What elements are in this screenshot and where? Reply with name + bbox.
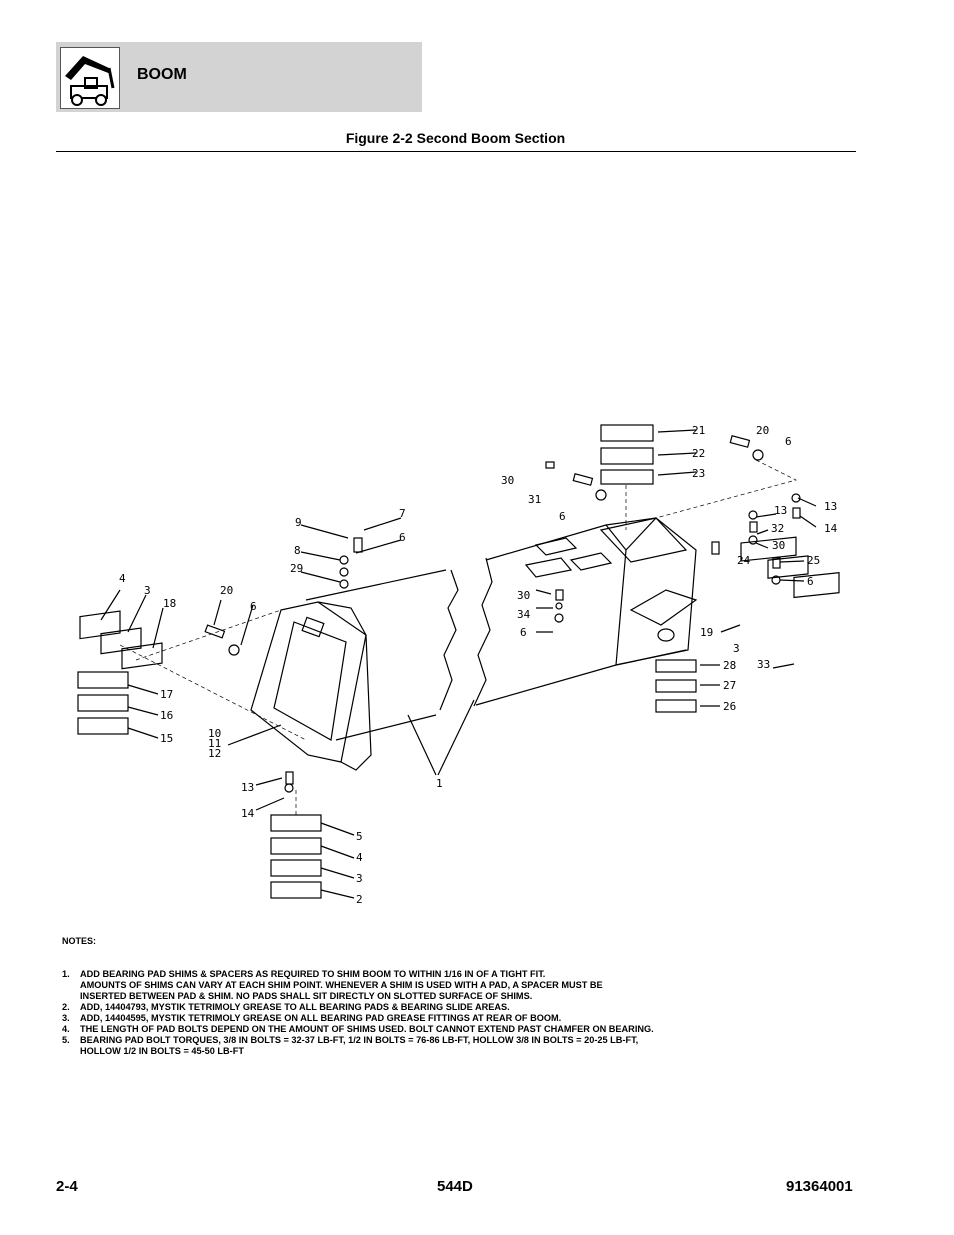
callout: 32 <box>771 522 784 535</box>
callout: 4 <box>356 851 363 864</box>
callout: 14 <box>824 522 838 535</box>
boom-bottom-edge <box>335 649 687 741</box>
callout: 15 <box>160 732 173 745</box>
callout: 17 <box>160 688 173 701</box>
note-item: 3.ADD, 14404595, MYSTIK TETRIMOLY GREASE… <box>62 1013 562 1023</box>
document-number: 91364001 <box>786 1178 853 1195</box>
note-item: 1.ADD BEARING PAD SHIMS & SPACERS AS REQ… <box>62 969 603 1001</box>
boom-top-edge <box>305 517 657 601</box>
front-top-plate <box>599 517 688 563</box>
callout: 1 <box>436 777 443 790</box>
note-item: 5.BEARING PAD BOLT TORQUES, 3/8 IN BOLTS… <box>62 1035 639 1056</box>
callout: 6 <box>250 600 257 613</box>
callout: 34 <box>517 608 531 621</box>
note-item: 2.ADD, 14404793, MYSTIK TETRIMOLY GREASE… <box>62 1002 510 1012</box>
boom-exploded-diagram: 21 22 23 20 6 30 31 6 13 14 13 32 30 24 … <box>77 424 840 906</box>
callout-labels: 21 22 23 20 6 30 31 6 13 14 13 32 30 24 … <box>119 424 838 906</box>
callout: 3 <box>356 872 363 885</box>
callout: 20 <box>220 584 233 597</box>
callout: 9 <box>295 516 302 529</box>
callout: 13 <box>774 504 787 517</box>
figure-title: Figure 2-2 Second Boom Section <box>345 130 566 146</box>
callout: 16 <box>160 709 173 722</box>
callout: 30 <box>501 474 514 487</box>
callout: 6 <box>520 626 527 639</box>
callout: 5 <box>356 830 363 843</box>
rear-bearing-frame <box>250 601 367 763</box>
callout: 6 <box>399 531 406 544</box>
callout: 30 <box>772 539 785 552</box>
callout: 26 <box>723 700 736 713</box>
boom-break <box>439 557 493 711</box>
callout: 27 <box>723 679 736 692</box>
callout: 4 <box>119 572 126 585</box>
section-title: BOOM <box>137 66 187 83</box>
callout: 12 <box>208 747 221 760</box>
callout: 6 <box>807 575 814 588</box>
callout: 22 <box>692 447 705 460</box>
callout: 25 <box>807 554 820 567</box>
boom-machine-icon <box>60 47 120 109</box>
callout: 13 <box>824 500 837 513</box>
callout: 18 <box>163 597 176 610</box>
callout: 30 <box>517 589 530 602</box>
note-item: 4.THE LENGTH OF PAD BOLTS DEPEND ON THE … <box>62 1024 654 1034</box>
callout: 3 <box>733 642 740 655</box>
callout: 33 <box>757 658 770 671</box>
callout: 2 <box>356 893 363 906</box>
notes-list: 1.ADD BEARING PAD SHIMS & SPACERS AS REQ… <box>62 969 654 1057</box>
callout: 13 <box>241 781 254 794</box>
callout: 21 <box>692 424 705 437</box>
callout: 3 <box>144 584 151 597</box>
notes-title: NOTES: <box>62 936 97 946</box>
callout: 10 <box>208 727 221 740</box>
callout: 7 <box>399 507 406 520</box>
callout: 8 <box>294 544 301 557</box>
callout: 20 <box>756 424 769 437</box>
page-number: 2-4 <box>56 1178 78 1195</box>
callout: 11 <box>208 737 221 750</box>
callout: 14 <box>241 807 255 820</box>
callout: 28 <box>723 659 736 672</box>
boom-front-face <box>615 517 697 666</box>
divider <box>56 151 856 152</box>
callout: 29 <box>290 562 303 575</box>
callout: 23 <box>692 467 705 480</box>
callout: 19 <box>700 626 713 639</box>
model-number: 544D <box>437 1178 473 1195</box>
callout: 6 <box>785 435 792 448</box>
callout: 31 <box>528 493 541 506</box>
callout: 6 <box>559 510 566 523</box>
callout: 24 <box>737 554 751 567</box>
